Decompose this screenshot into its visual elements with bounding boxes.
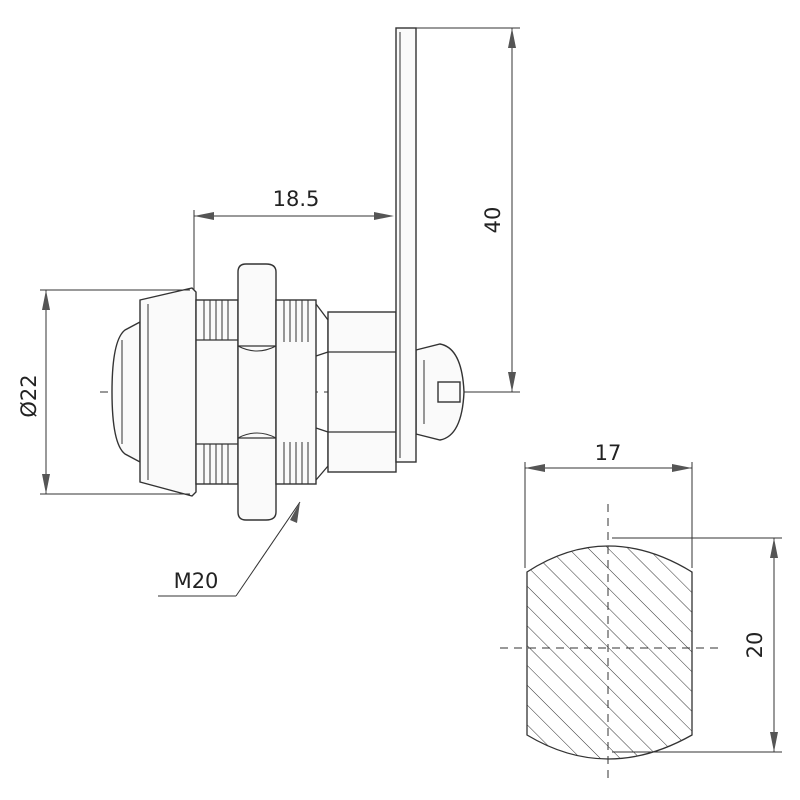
screw-slot [437,381,461,403]
thread-label-m20: M20 [174,569,219,593]
dimension-label-18-5: 18.5 [273,187,320,211]
cam-blade [395,27,417,463]
dimension-label-diameter-22: Ø22 [17,374,41,417]
threaded-body [195,299,239,485]
lock-side-view [100,27,510,521]
dimension-body-diameter: Ø22 [17,289,190,495]
key-plug-face [111,320,141,464]
dimension-section-width: 17 [524,441,693,568]
dimension-cam-length: 40 [416,27,520,393]
dimension-label-40: 40 [481,207,505,234]
rear-shaft [327,311,397,473]
dimension-label-17: 17 [595,441,622,465]
thread-callout: M20 [158,501,301,597]
hex-nut [237,263,277,521]
dimension-section-height: 20 [612,537,782,753]
cam-cross-section [500,504,718,782]
dimension-label-20: 20 [743,632,767,659]
dimension-bolt-length: 18.5 [193,187,394,290]
flange [139,287,197,497]
